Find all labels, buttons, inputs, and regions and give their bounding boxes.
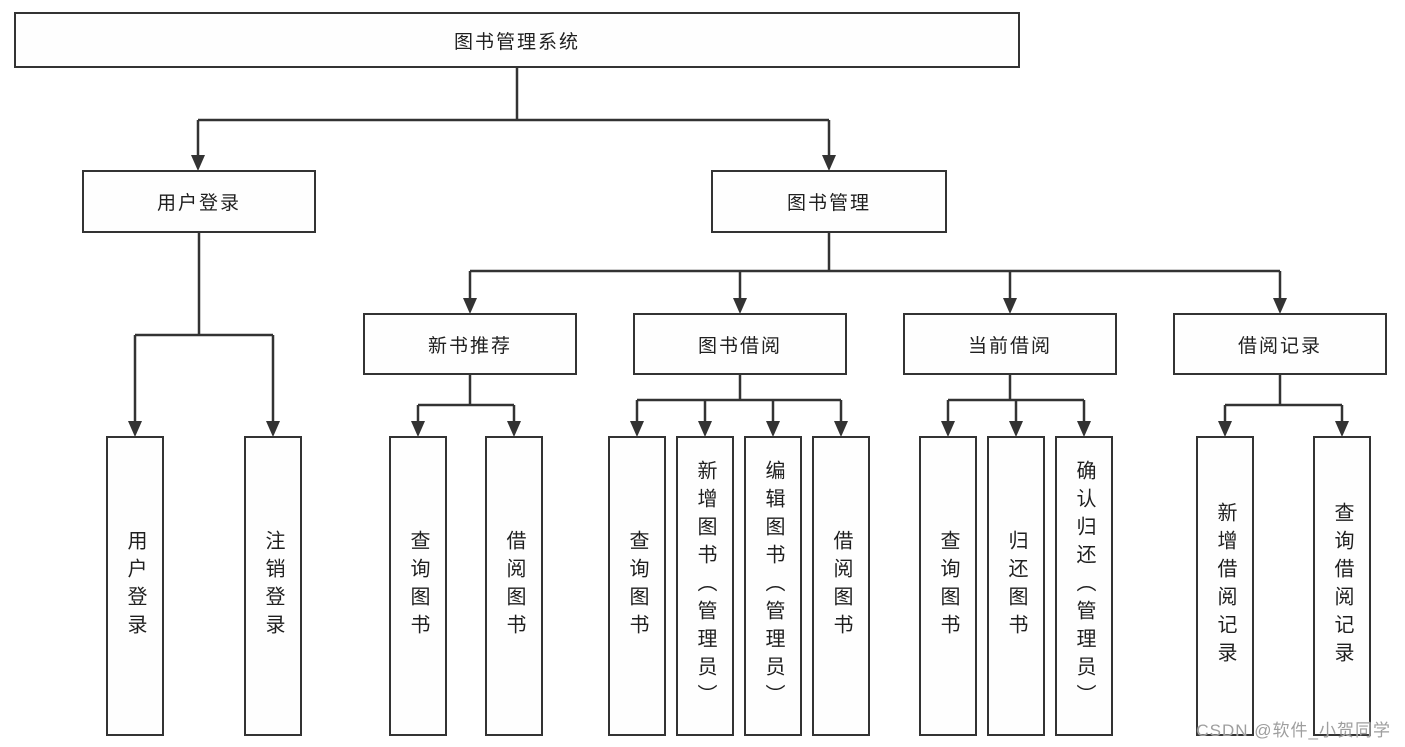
connector-book-management xyxy=(468,233,1282,302)
connector-new-book-recommend xyxy=(416,375,516,425)
leaf-confirm-return-admin: 确认归还（管理员） xyxy=(1055,436,1113,736)
arrow-down-icon xyxy=(733,298,747,314)
leaf-query-books-current-label: 查询图书 xyxy=(937,530,959,642)
arrow-down-icon xyxy=(266,421,280,437)
leaf-query-books-current: 查询图书 xyxy=(919,436,977,736)
node-borrowing-records: 借阅记录 xyxy=(1173,313,1387,375)
arrow-down-icon xyxy=(822,155,836,171)
node-book-management-label: 图书管理 xyxy=(786,193,871,214)
node-book-borrowing: 图书借阅 xyxy=(633,313,847,375)
leaf-logout-label: 注销登录 xyxy=(262,530,284,642)
leaf-query-borrow-record-label: 查询借阅记录 xyxy=(1331,502,1353,670)
leaf-edit-books-admin-label: 编辑图书（管理员） xyxy=(762,460,784,712)
arrow-down-icon xyxy=(1335,421,1349,437)
arrow-down-icon xyxy=(128,421,142,437)
csdn-watermark: CSDN @软件_小贺同学 xyxy=(1196,721,1391,740)
arrow-down-icon xyxy=(1003,298,1017,314)
connector-user-login xyxy=(133,233,275,425)
node-new-book-recommend: 新书推荐 xyxy=(363,313,577,375)
connector-borrowing-records xyxy=(1223,375,1344,425)
node-current-borrowing: 当前借阅 xyxy=(903,313,1117,375)
arrow-down-icon xyxy=(411,421,425,437)
connector-root xyxy=(196,68,831,159)
leaf-confirm-return-admin-label: 确认归还（管理员） xyxy=(1073,460,1095,712)
leaf-query-books-recommend: 查询图书 xyxy=(389,436,447,736)
connector-book-borrowing xyxy=(635,375,843,425)
leaf-return-books-label: 归还图书 xyxy=(1005,530,1027,642)
leaf-logout: 注销登录 xyxy=(244,436,302,736)
leaf-add-borrow-record: 新增借阅记录 xyxy=(1196,436,1254,736)
arrow-down-icon xyxy=(630,421,644,437)
node-root-label: 图书管理系统 xyxy=(453,31,580,53)
leaf-query-books-recommend-label: 查询图书 xyxy=(407,530,429,642)
leaf-return-books: 归还图书 xyxy=(987,436,1045,736)
leaf-user-login-label: 用户登录 xyxy=(124,530,146,642)
node-borrowing-records-label: 借阅记录 xyxy=(1237,335,1322,357)
leaf-borrow-books-borrowing-label: 借阅图书 xyxy=(830,530,852,642)
leaf-add-books-admin: 新增图书（管理员） xyxy=(676,436,734,736)
leaf-borrow-books-recommend-label: 借阅图书 xyxy=(503,530,525,642)
leaf-edit-books-admin: 编辑图书（管理员） xyxy=(744,436,802,736)
leaf-borrow-books-recommend: 借阅图书 xyxy=(485,436,543,736)
arrow-down-icon xyxy=(1218,421,1232,437)
leaf-query-books-borrowing-label: 查询图书 xyxy=(626,530,648,642)
leaf-user-login: 用户登录 xyxy=(106,436,164,736)
arrow-down-icon xyxy=(834,421,848,437)
node-book-management: 图书管理 xyxy=(711,170,947,233)
arrow-down-icon xyxy=(1009,421,1023,437)
arrow-down-icon xyxy=(1077,421,1091,437)
arrow-down-icon xyxy=(698,421,712,437)
node-new-book-recommend-label: 新书推荐 xyxy=(427,335,512,357)
leaf-query-books-borrowing: 查询图书 xyxy=(608,436,666,736)
arrow-down-icon xyxy=(766,421,780,437)
node-current-borrowing-label: 当前借阅 xyxy=(967,335,1052,357)
connector-current-borrowing xyxy=(946,375,1086,425)
arrowhead-icons xyxy=(128,155,1349,437)
leaf-query-borrow-record: 查询借阅记录 xyxy=(1313,436,1371,736)
arrow-down-icon xyxy=(191,155,205,171)
leaf-add-borrow-record-label: 新增借阅记录 xyxy=(1214,502,1236,670)
node-book-borrowing-label: 图书借阅 xyxy=(697,335,782,357)
arrow-down-icon xyxy=(941,421,955,437)
leaf-add-books-admin-label: 新增图书（管理员） xyxy=(694,460,716,712)
node-user-login: 用户登录 xyxy=(82,170,316,233)
node-root: 图书管理系统 xyxy=(14,12,1020,68)
arrow-down-icon xyxy=(463,298,477,314)
leaf-borrow-books-borrowing: 借阅图书 xyxy=(812,436,870,736)
arrow-down-icon xyxy=(1273,298,1287,314)
arrow-down-icon xyxy=(507,421,521,437)
node-user-login-label: 用户登录 xyxy=(156,193,241,214)
